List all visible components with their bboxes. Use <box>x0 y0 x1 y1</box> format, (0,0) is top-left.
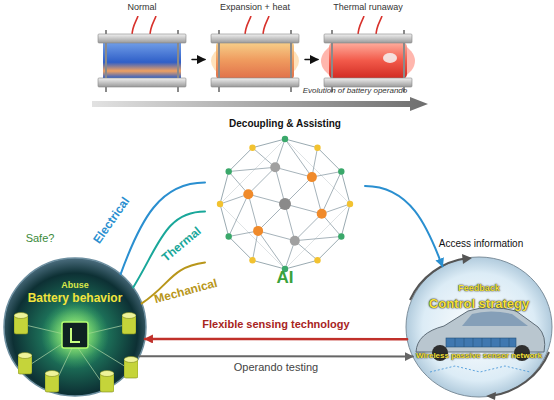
ai-network: Decoupling & AssistingAI <box>205 118 365 288</box>
smoke-puff <box>383 53 397 63</box>
node-text: Control strategy <box>406 297 552 312</box>
state-panel: Expansion + heat <box>205 2 305 98</box>
network-node <box>217 201 223 207</box>
network-hub <box>307 172 317 182</box>
battery-runaway <box>321 16 415 92</box>
battery-frame <box>324 16 412 92</box>
neural-network <box>217 136 353 272</box>
battery-frame <box>211 16 299 92</box>
edge-label: Operando testing <box>176 361 376 374</box>
battery-body <box>216 42 294 79</box>
node-title: Decoupling & Assisting <box>205 118 365 130</box>
network-node <box>249 145 255 151</box>
battery-behavior-circle: AbuseBattery behavior <box>4 258 146 396</box>
control-strategy-circle: FeedbackControl strategyWireless passive… <box>406 257 552 397</box>
connector-arrow <box>305 59 318 61</box>
network-node <box>314 145 320 151</box>
car-window <box>462 312 528 327</box>
connector-arrow <box>192 59 205 61</box>
network-node <box>338 168 344 174</box>
network-hub <box>253 226 263 236</box>
car-body <box>416 308 545 353</box>
node-text: Battery behavior <box>4 292 146 306</box>
network-hub <box>317 209 327 219</box>
connector-arrow <box>145 338 407 341</box>
vehicle-circle <box>406 254 552 400</box>
network-node <box>314 257 320 263</box>
cycle-arrowhead <box>462 254 472 264</box>
state-panel: Thermal runaway <box>318 2 418 98</box>
node-text: Wireless passive sensor network <box>406 351 552 360</box>
chip-glow <box>41 301 109 369</box>
network-node <box>226 168 232 174</box>
heat-glow <box>211 39 299 83</box>
edge-label: Thermal <box>158 223 207 267</box>
battery-cell <box>45 371 59 393</box>
node-title: Expansion + heat <box>205 2 305 12</box>
network-hub <box>270 162 280 172</box>
evolution-arrow <box>92 97 428 111</box>
chip-mark <box>71 328 80 342</box>
node-text: AI <box>205 268 365 288</box>
network-node <box>226 233 232 239</box>
battery-body <box>103 43 181 78</box>
circle-background <box>4 258 146 396</box>
battery-pack <box>446 338 516 347</box>
chip <box>62 322 88 348</box>
edge-label: Electrical <box>88 191 136 251</box>
node-title: Abuse <box>4 280 146 290</box>
connector-arrow <box>139 355 412 357</box>
pack-grid <box>455 338 509 347</box>
battery-cell <box>14 313 28 335</box>
network-node <box>249 257 255 263</box>
state-panel: Normal <box>92 2 192 98</box>
network-core <box>279 198 291 210</box>
axis-note: Evolution of battery operando <box>290 86 420 95</box>
battery-circle <box>4 258 146 396</box>
battery-cell <box>124 357 138 379</box>
sensor-link <box>430 366 530 372</box>
battery-expansion <box>211 16 299 92</box>
network-outline <box>220 139 350 269</box>
network-chord <box>220 139 350 269</box>
connector-arrow <box>365 186 443 266</box>
circle-background <box>406 257 552 397</box>
node-title: Thermal runaway <box>318 2 418 12</box>
edge-label: Flexible sensing technology <box>176 318 376 331</box>
edge-label: Access information <box>426 238 536 250</box>
network-node <box>338 233 344 239</box>
edge-label: Mechanical <box>147 275 226 309</box>
battery-cell <box>100 371 114 393</box>
battery-frame <box>98 16 186 92</box>
network-node <box>347 201 353 207</box>
cycle-arc <box>410 258 468 300</box>
node-title: Normal <box>92 2 192 12</box>
network-hub <box>290 236 300 246</box>
network-node <box>282 136 288 142</box>
cycle-arrowhead <box>486 392 496 400</box>
battery-body <box>329 42 407 79</box>
battery-normal <box>98 16 186 92</box>
network-hub <box>243 189 253 199</box>
battery-cell <box>18 353 32 375</box>
node-title: Feedback <box>406 283 552 293</box>
question-note: Safe? <box>18 232 62 245</box>
network-links <box>220 139 350 269</box>
battery-cell <box>122 313 136 335</box>
